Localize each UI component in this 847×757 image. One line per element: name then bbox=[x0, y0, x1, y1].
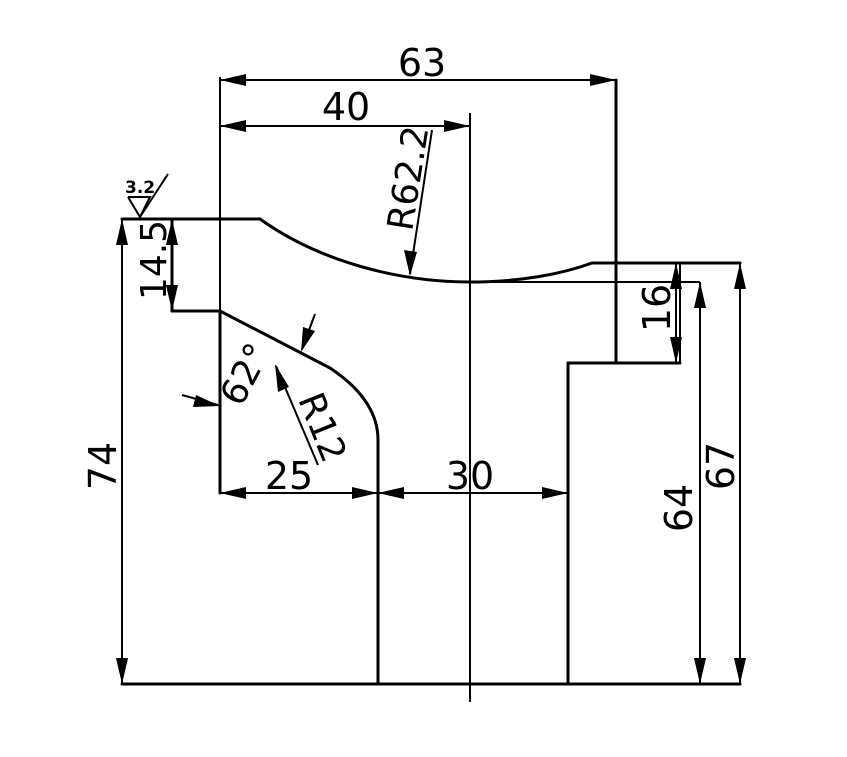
dim-chamfer-angle: 62° bbox=[213, 337, 279, 413]
dimension-labels: 63 40 R62.2 14.5 74 16 64 67 62° R12 25 … bbox=[81, 41, 743, 532]
dim-arc-radius: R62.2 bbox=[380, 123, 437, 233]
dim-overall-width: 63 bbox=[398, 41, 446, 85]
surface-roughness-value: 3.2 bbox=[125, 178, 155, 198]
dim-centerline-offset: 40 bbox=[322, 85, 370, 129]
dim-right-total-height: 67 bbox=[699, 442, 743, 490]
dim-right-height: 64 bbox=[657, 484, 701, 532]
surface-roughness-symbol: 3.2 bbox=[125, 173, 169, 220]
dim-total-height: 74 bbox=[81, 442, 125, 490]
dim-slot-width: 30 bbox=[446, 454, 494, 498]
part-outline bbox=[120, 78, 742, 686]
dimension-lines bbox=[116, 74, 746, 684]
extension-lines bbox=[219, 77, 700, 363]
dim-step-height: 14.5 bbox=[134, 220, 175, 300]
dim-lower-left-width: 25 bbox=[265, 454, 313, 498]
dim-right-step-depth: 16 bbox=[635, 284, 679, 332]
